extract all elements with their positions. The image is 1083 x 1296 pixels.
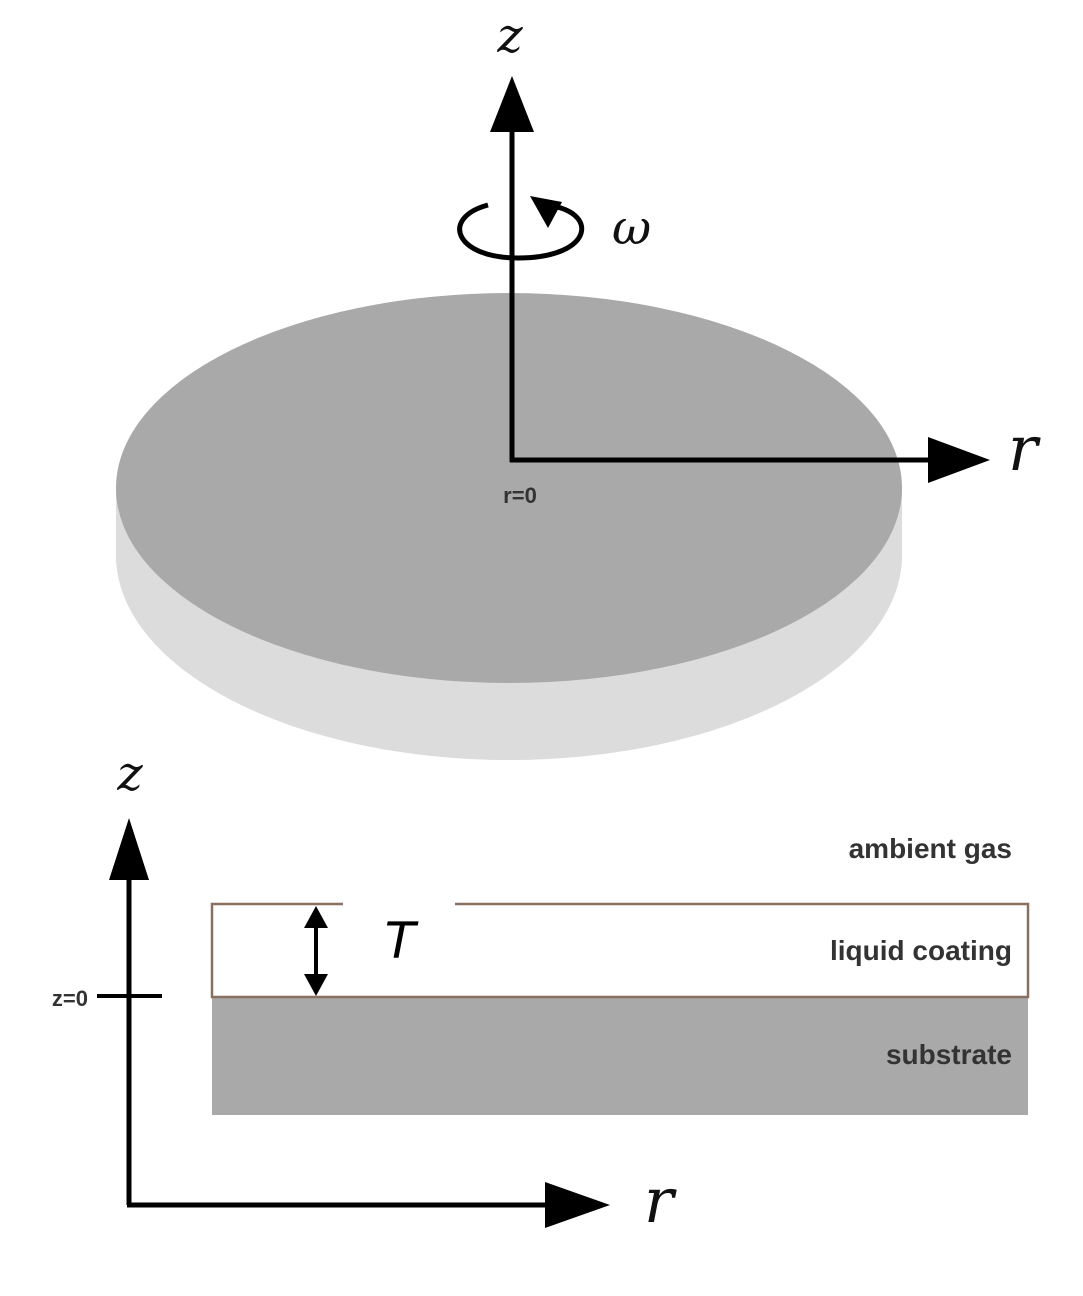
rotation-arrow-icon	[457, 196, 585, 261]
top-r-axis-label: r	[1008, 412, 1041, 485]
bottom-r-axis-label: r	[644, 1164, 677, 1237]
top-origin-label: r=0	[503, 483, 537, 508]
rotating-disk	[116, 293, 902, 760]
liquid-coating-layer	[210, 902, 1030, 999]
substrate-label: substrate	[886, 1039, 1012, 1070]
disk-top-face	[116, 293, 902, 683]
bottom-r-axis	[127, 1182, 610, 1228]
substrate-layer	[212, 997, 1028, 1115]
bottom-z-axis	[97, 818, 162, 1205]
top-z-axis	[490, 76, 534, 462]
liquid-border-gap	[343, 899, 455, 909]
ambient-gas-label: ambient gas	[849, 833, 1012, 864]
thickness-arrow-icon	[304, 906, 328, 996]
top-r-axis	[510, 437, 990, 483]
bottom-z-axis-label: z	[116, 746, 143, 802]
rotation-label: ω	[612, 200, 651, 256]
z-origin-label: z=0	[52, 986, 88, 1011]
liquid-coating-label: liquid coating	[830, 935, 1012, 966]
top-z-axis-label: z	[496, 8, 523, 64]
thickness-label: T	[385, 912, 419, 970]
